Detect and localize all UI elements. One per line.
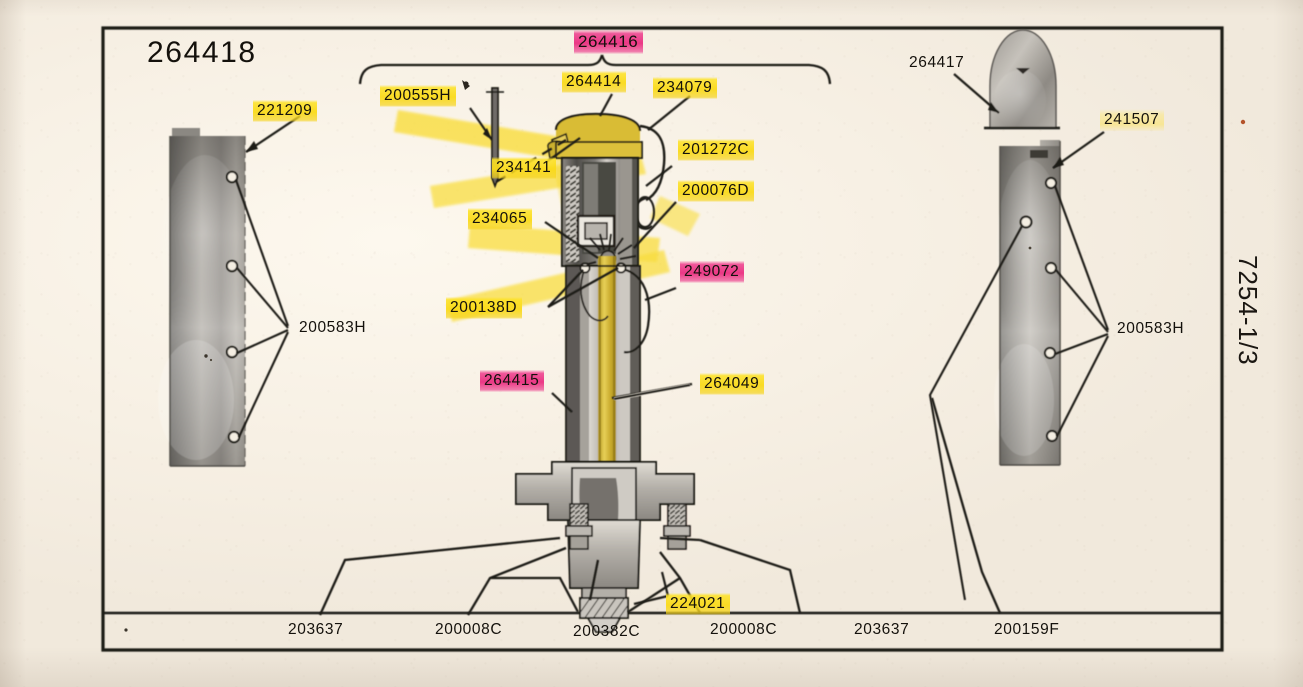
- bottom-label-203637-left: 203637: [288, 621, 344, 638]
- clamp-bolt-left: [565, 503, 593, 550]
- center-leader-lines: [544, 93, 693, 606]
- label-200555h: 200555H: [380, 85, 457, 107]
- label-221209: 221209: [253, 100, 318, 122]
- bottom-leader-lines: [318, 397, 1002, 616]
- label-264415: 264415: [480, 370, 545, 392]
- left-side-plate: [158, 115, 301, 467]
- label-200138d: 200138D: [446, 297, 523, 319]
- label-264414: 264414: [562, 71, 627, 93]
- right-end-cap: [953, 29, 1060, 130]
- label-234065: 234065: [468, 208, 533, 230]
- bottom-label-200382c: 200382C: [573, 623, 641, 640]
- bottom-label-200159f: 200159F: [994, 621, 1060, 638]
- label-right-200583h: 200583H: [1117, 320, 1185, 337]
- left-plate-leaders: [235, 179, 289, 438]
- center-strut-assembly: [394, 87, 700, 633]
- label-264417: 264417: [909, 54, 965, 71]
- bottom-label-200008c-left: 200008C: [435, 621, 503, 638]
- page-title: 264418: [147, 36, 257, 69]
- right-plate-leaders: [1054, 185, 1109, 437]
- label-200076d: 200076D: [678, 180, 755, 202]
- label-264416: 264416: [574, 30, 644, 54]
- right-side-plate: [928, 131, 1109, 601]
- label-249072: 249072: [680, 261, 745, 283]
- bottom-label-203637-right: 203637: [854, 621, 910, 638]
- label-241507: 241507: [1100, 109, 1165, 131]
- bottom-label-200008c-right: 200008C: [710, 621, 778, 638]
- sheet-number: 7254-1/3: [1233, 255, 1263, 366]
- right-plate-holes: [1019, 177, 1058, 442]
- lower-fork: [515, 461, 695, 633]
- label-234141: 234141: [492, 157, 557, 179]
- scan-specks: [124, 80, 1246, 632]
- label-201272c: 201272C: [678, 139, 755, 161]
- drawing-frame: [101, 26, 1224, 652]
- label-234079: 234079: [653, 77, 718, 99]
- assembly-brace: [358, 54, 832, 85]
- label-264049: 264049: [700, 373, 765, 395]
- label-left-200583h: 200583H: [299, 319, 367, 336]
- clamp-bolt-right: [663, 503, 691, 550]
- label-224021: 224021: [666, 593, 731, 615]
